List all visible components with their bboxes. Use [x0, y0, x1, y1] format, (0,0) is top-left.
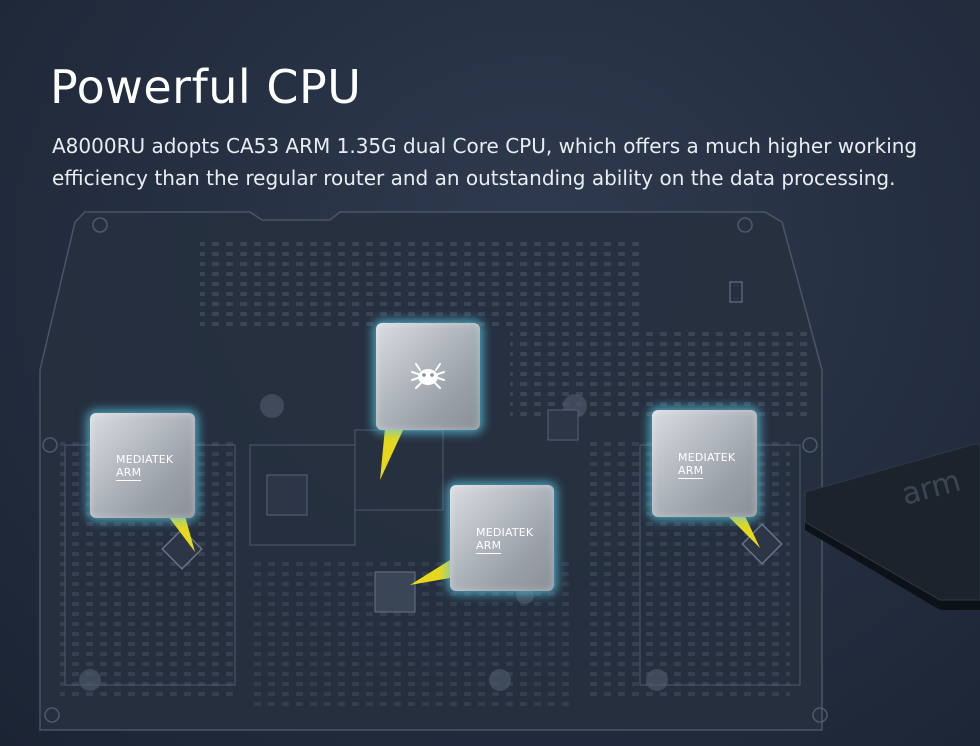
chip-brand-label: MEDIATEK	[678, 451, 736, 464]
page-description: A8000RU adopts CA53 ARM 1.35G dual Core …	[52, 134, 918, 190]
chip-sub-label: ARM	[116, 466, 142, 481]
mediatek-chip-right: MEDIATEK ARM	[652, 410, 757, 517]
realtek-crab-logo-icon	[411, 363, 445, 389]
chip-sub-label: ARM	[476, 539, 502, 554]
mediatek-chip-center: MEDIATEK ARM	[450, 485, 554, 591]
realtek-chip-center	[376, 323, 480, 430]
arm-chip-illustration: arm	[804, 443, 980, 610]
chip-brand-label: MEDIATEK	[116, 453, 174, 466]
mediatek-chip-left: MEDIATEK ARM	[90, 413, 195, 518]
chip-brand-label: MEDIATEK	[476, 526, 534, 539]
chip-sub-label: ARM	[678, 464, 704, 479]
page-title: Powerful CPU	[50, 60, 362, 114]
circuit-board-illustration: arm	[39, 211, 980, 731]
